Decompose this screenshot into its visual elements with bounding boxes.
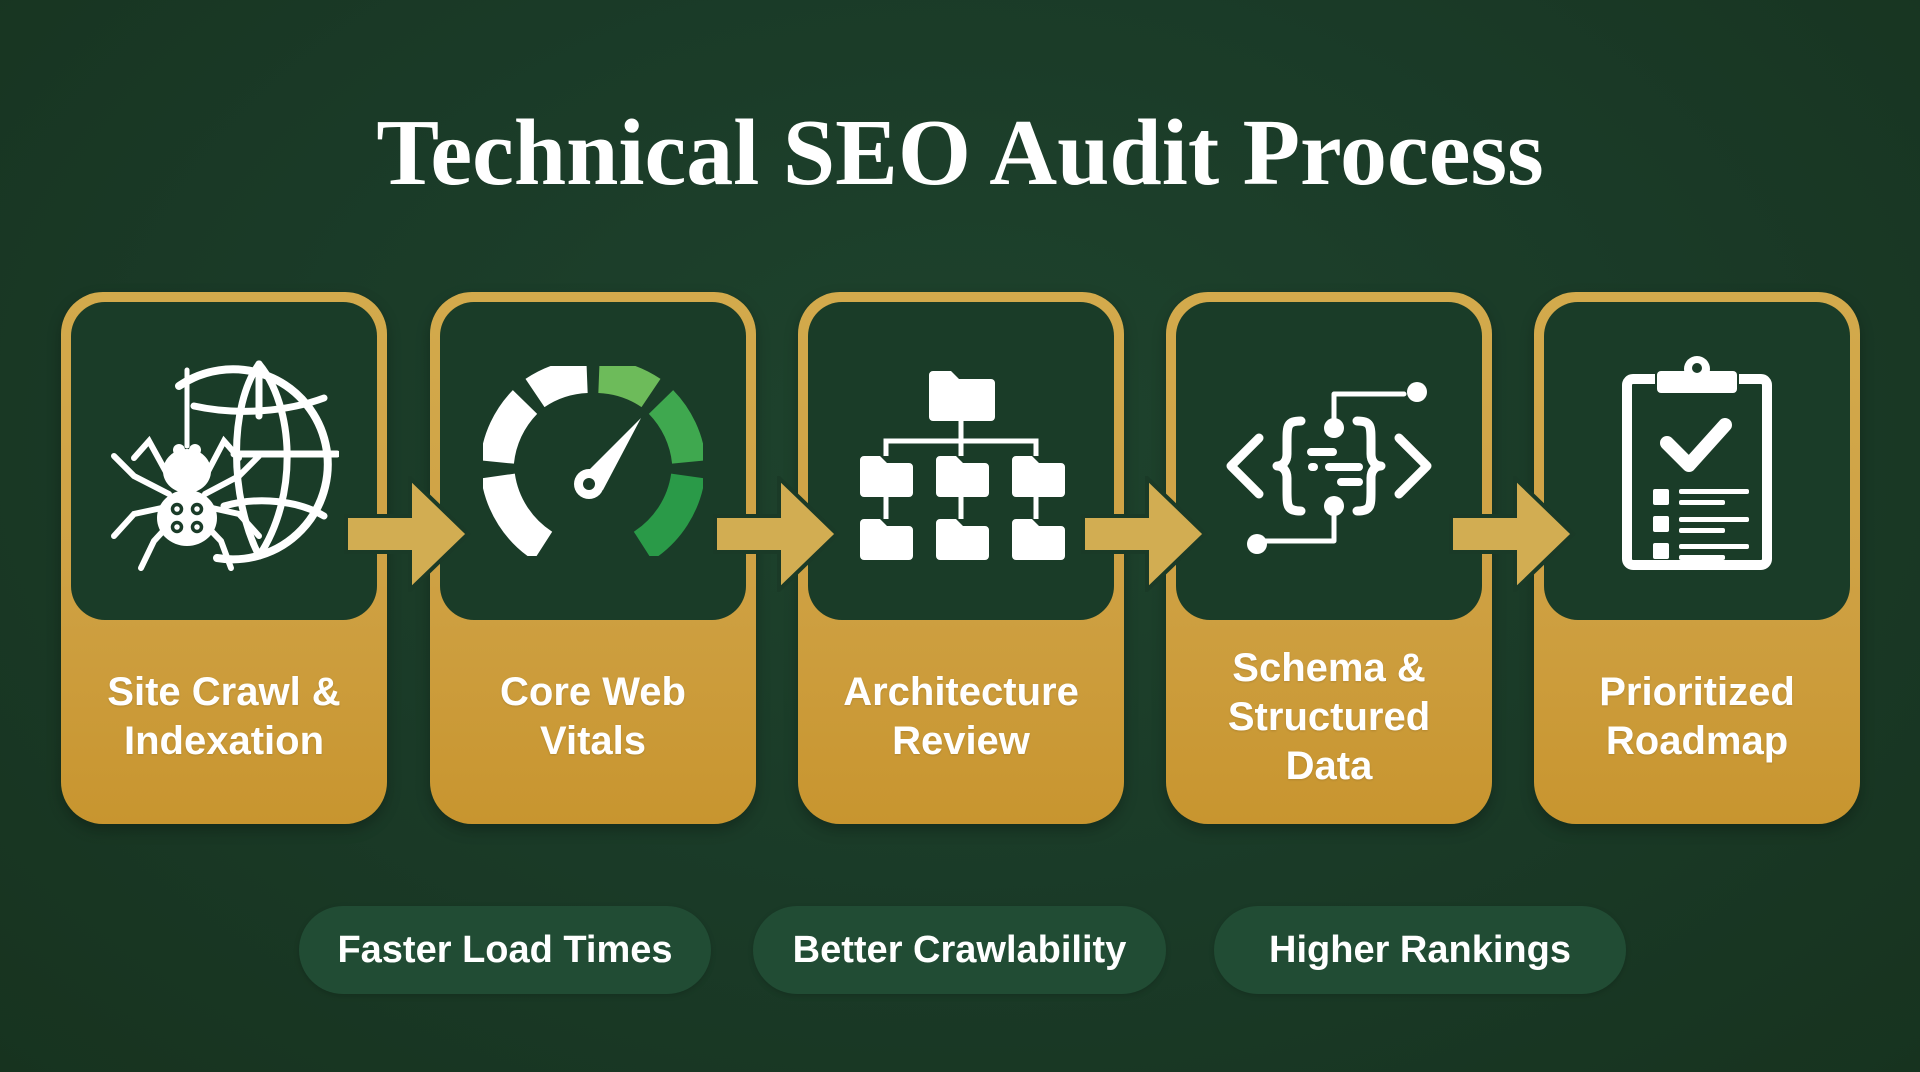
step-icon-panel [71,302,377,620]
step-label: Site Crawl & Indexation [107,670,341,763]
step-card-architecture-review: Architecture Review [798,292,1124,824]
step-card-core-web-vitals: Core Web Vitals [430,292,756,824]
arrow-right-icon [713,476,840,592]
arrow-right-icon [344,476,471,592]
spider-globe-icon [111,360,339,571]
arrow-right-icon [1081,476,1208,592]
speedometer-gauge-icon [483,366,703,556]
step-label: Architecture Review [843,670,1079,763]
step-card-site-crawl: Site Crawl & Indexation [61,292,387,824]
step-label: Prioritized Roadmap [1599,670,1795,763]
benefit-label: Higher Rankings [1269,928,1571,971]
benefit-label: Faster Load Times [337,928,673,971]
step-icon-panel [440,302,746,620]
benefit-label: Better Crawlability [792,928,1127,971]
arrow-right-icon [1449,476,1576,592]
step-card-schema-structured-data: Schema & Structured Data [1166,292,1492,824]
step-icon-panel [1176,302,1482,620]
folder-hierarchy-icon [860,371,1065,560]
benefit-pill-better-crawlability: Better Crawlability [753,906,1166,994]
step-icon-panel [1544,302,1850,620]
code-braces-schema-icon [1226,382,1432,554]
benefit-pill-higher-rankings: Higher Rankings [1214,906,1626,994]
step-label: Core Web Vitals [500,670,686,763]
step-label: Schema & Structured Data [1227,645,1431,788]
benefit-pill-faster-load-times: Faster Load Times [299,906,711,994]
step-card-prioritized-roadmap: Prioritized Roadmap [1534,292,1860,824]
step-icon-panel [808,302,1114,620]
page-title: Technical SEO Audit Process [376,101,1544,205]
clipboard-checklist-icon [1622,356,1772,570]
